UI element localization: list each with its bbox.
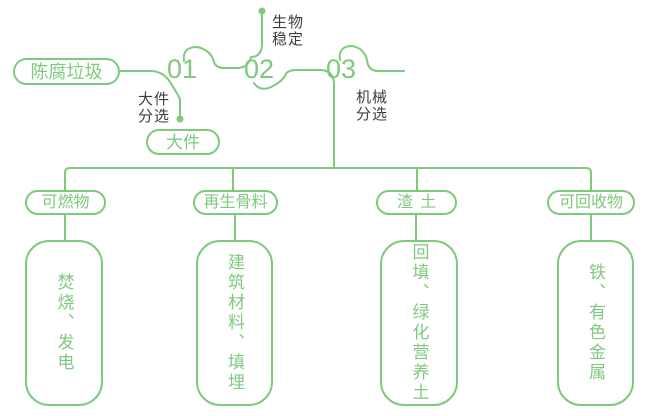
label-line: 生物 [272,14,305,31]
line-stage2-exit [253,69,335,169]
label-line: 稳定 [272,31,305,48]
branch-rail [64,167,592,191]
label-line: 大件 [138,91,171,108]
source-pill: 陈腐垃圾 [13,58,120,85]
category-pill-recycled-aggregate: 再生骨料 [193,190,278,215]
label-line: 机械 [356,89,389,106]
category-pill-recyclables: 可回收物 [547,190,635,215]
label-line: 分选 [356,106,389,123]
label-mechanical-sorting: 机械 分选 [356,89,388,123]
bulky-items-pill: 大件 [146,129,220,155]
line-stage1-exit [182,45,252,69]
line-stage3-exit [338,44,405,72]
stage-number-03: 03 [325,54,357,84]
disposal-box-backfill: 回填、绿化营养土 [380,240,458,406]
bulky-branch-dot [176,115,184,123]
label-bulky-sorting: 大件 分选 [138,91,170,125]
label-line: 分选 [138,108,171,125]
disposal-box-incineration: 焚烧、发电 [25,240,103,406]
stage-number-02: 02 [243,54,275,84]
label-biological-stabilization: 生物 稳定 [272,14,304,48]
line-bio-tap [250,13,263,58]
disposal-box-building-materials: 建筑材料、填埋 [196,240,273,406]
disposal-box-metals: 铁、有色金属 [557,240,634,406]
category-pill-combustibles: 可燃物 [25,190,106,215]
bio-tap-dot [258,7,266,15]
category-pill-slag-soil: 渣土 [376,190,457,215]
stage-number-01: 01 [166,54,198,84]
line-source-to-bulky [119,70,181,116]
